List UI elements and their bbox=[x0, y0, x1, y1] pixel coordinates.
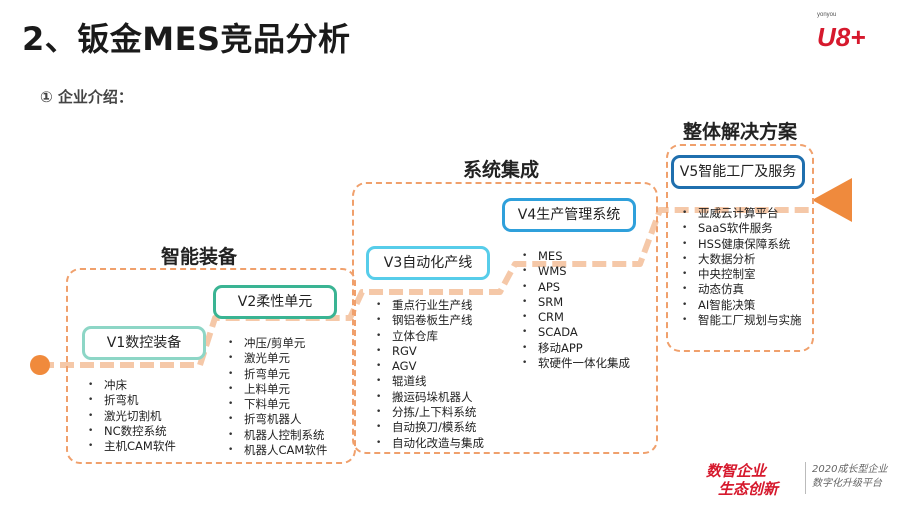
brand-logo: yonyou U8+ bbox=[815, 12, 885, 54]
list-item: HSS健康保障系统 bbox=[676, 237, 808, 253]
stair-path bbox=[40, 207, 810, 368]
version-box-v3: V3自动化产线 bbox=[366, 246, 490, 280]
list-item: SaaS软件服务 bbox=[676, 221, 808, 237]
list-item: 上料单元 bbox=[222, 382, 327, 398]
version-box-v4: V4生产管理系统 bbox=[502, 198, 636, 232]
list-item: 激光单元 bbox=[222, 351, 327, 367]
logo-main-text: U8+ bbox=[817, 22, 866, 52]
list-item: CRM bbox=[516, 310, 630, 326]
list-item: 智能工厂规划与实施 bbox=[676, 313, 808, 329]
footer-slogan: 数智企业 生态创新 bbox=[706, 462, 778, 498]
list-item: 辊道线 bbox=[370, 374, 484, 390]
footer-tagline-line1: 2020成长型企业 bbox=[812, 464, 888, 475]
footer-divider bbox=[805, 462, 806, 494]
list-item: MES bbox=[516, 249, 630, 265]
list-item: 立体仓库 bbox=[370, 329, 484, 345]
feature-list-v5: 亚威云计算平台 SaaS软件服务 HSS健康保障系统 大数据分析 中央控制室 动… bbox=[676, 206, 808, 329]
logo-small-text: yonyou bbox=[817, 12, 837, 18]
list-item: 下料单元 bbox=[222, 397, 327, 413]
list-item: 自动化改造与集成 bbox=[370, 436, 484, 452]
section-subtitle: ① 企业介绍： bbox=[40, 88, 133, 106]
region-total-solution bbox=[666, 144, 814, 352]
list-item: 冲压/剪单元 bbox=[222, 336, 327, 352]
feature-list-v4: MES WMS APS SRM CRM SCADA 移动APP 软硬件一体化集成 bbox=[516, 249, 630, 372]
list-item: 机器人控制系统 bbox=[222, 428, 327, 444]
stage-heading-system-integration: 系统集成 bbox=[463, 159, 540, 181]
list-item: APS bbox=[516, 280, 630, 296]
footer-slogan-line1: 数智企业 bbox=[706, 462, 767, 480]
list-item: 折弯单元 bbox=[222, 367, 327, 383]
list-item: 钢铝卷板生产线 bbox=[370, 313, 484, 329]
region-smart-equipment bbox=[66, 268, 356, 464]
list-item: 软硬件一体化集成 bbox=[516, 356, 630, 372]
footer-slogan-line2: 生态创新 bbox=[718, 480, 779, 498]
list-item: NC数控系统 bbox=[82, 424, 176, 440]
list-item: SRM bbox=[516, 295, 630, 311]
version-box-v5: V5智能工厂及服务 bbox=[671, 155, 805, 189]
list-item: 冲床 bbox=[82, 378, 176, 394]
feature-list-v1: 冲床 折弯机 激光切割机 NC数控系统 主机CAM软件 bbox=[82, 378, 176, 455]
page-title: 2、钣金MES竞品分析 bbox=[22, 20, 351, 58]
list-item: 搬运码垛机器人 bbox=[370, 390, 484, 406]
list-item: 机器人CAM软件 bbox=[222, 443, 327, 459]
feature-list-v3: 重点行业生产线 钢铝卷板生产线 立体仓库 RGV AGV 辊道线 搬运码垛机器人… bbox=[370, 298, 484, 451]
list-item: SCADA bbox=[516, 325, 630, 341]
list-item: 折弯机器人 bbox=[222, 412, 327, 428]
footer-tagline-line2: 数字化升级平台 bbox=[812, 478, 882, 489]
list-item: 亚威云计算平台 bbox=[676, 206, 808, 222]
stage-heading-total-solution: 整体解决方案 bbox=[683, 121, 798, 143]
list-item: 重点行业生产线 bbox=[370, 298, 484, 314]
list-item: 动态仿真 bbox=[676, 282, 808, 298]
list-item: 自动换刀/模系统 bbox=[370, 420, 484, 436]
list-item: AI智能决策 bbox=[676, 298, 808, 314]
end-arrow bbox=[812, 178, 852, 222]
start-dot bbox=[30, 355, 50, 375]
list-item: 大数据分析 bbox=[676, 252, 808, 268]
list-item: 中央控制室 bbox=[676, 267, 808, 283]
list-item: 分拣/上下料系统 bbox=[370, 405, 484, 421]
list-item: AGV bbox=[370, 359, 484, 375]
list-item: RGV bbox=[370, 344, 484, 360]
version-box-v1: V1数控装备 bbox=[82, 326, 206, 360]
feature-list-v2: 冲压/剪单元 激光单元 折弯单元 上料单元 下料单元 折弯机器人 机器人控制系统… bbox=[222, 336, 327, 459]
list-item: 折弯机 bbox=[82, 393, 176, 409]
list-item: 激光切割机 bbox=[82, 409, 176, 425]
list-item: WMS bbox=[516, 264, 630, 280]
region-system-integration bbox=[352, 182, 658, 454]
version-box-v2: V2柔性单元 bbox=[213, 285, 337, 319]
stage-heading-smart-equipment: 智能装备 bbox=[161, 246, 238, 268]
list-item: 移动APP bbox=[516, 341, 630, 357]
list-item: 主机CAM软件 bbox=[82, 439, 176, 455]
footer-tagline: 2020成长型企业 数字化升级平台 bbox=[812, 463, 887, 491]
